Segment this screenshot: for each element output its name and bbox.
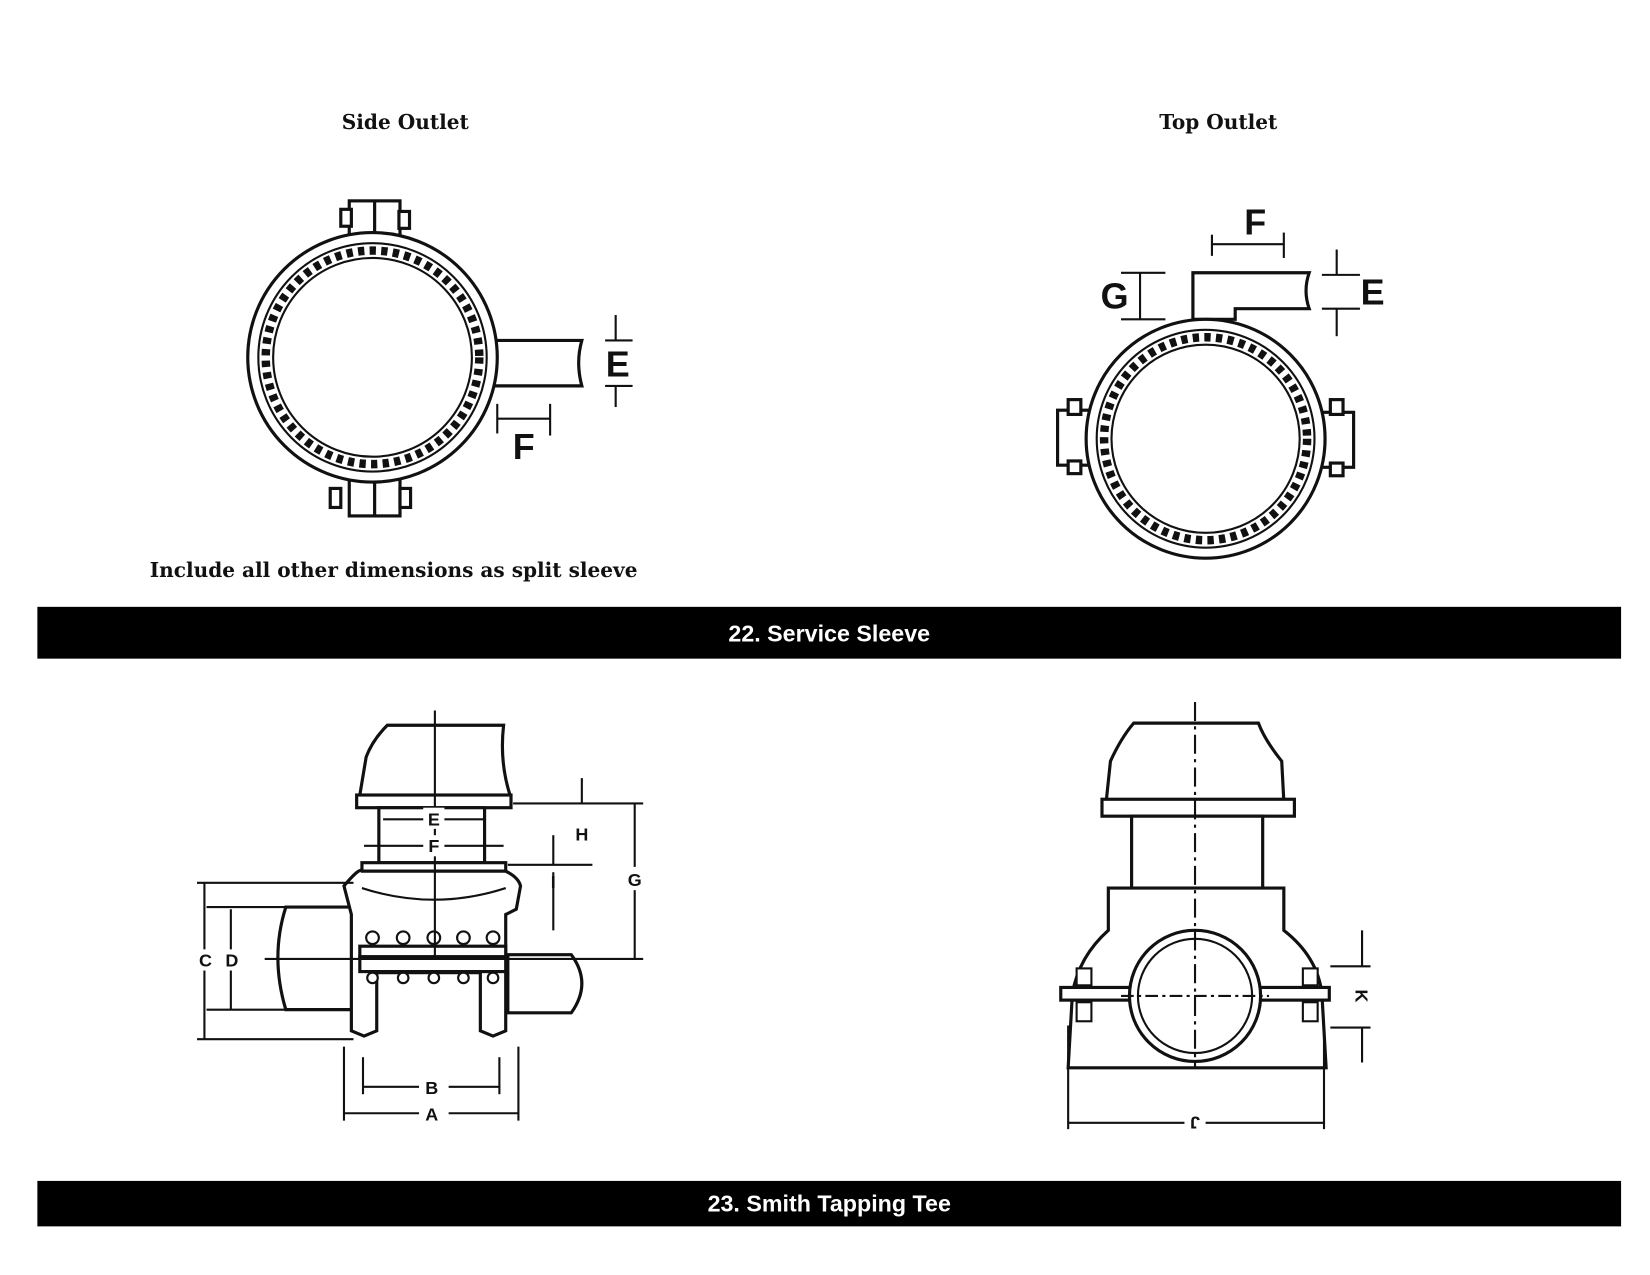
dim-label-d: D — [225, 950, 238, 970]
dim-label-b: B — [425, 1078, 438, 1098]
dim-label-f: F — [428, 836, 439, 856]
tapping-tee-end-diagram: K J — [1059, 701, 1372, 1134]
dim-label-f: F — [513, 426, 535, 467]
dim-label-e: E — [428, 810, 440, 830]
dim-label-f: F — [1244, 202, 1266, 243]
dim-label-c: C — [199, 950, 212, 970]
dim-label-k: K — [1352, 989, 1372, 1002]
dim-label-i: I — [551, 872, 556, 892]
banner-smith-tapping-tee: 23. Smith Tapping Tee — [37, 1180, 1622, 1227]
dim-label-g: G — [1101, 276, 1129, 317]
dim-label-e: E — [1361, 271, 1385, 312]
banner-title: 22. Service Sleeve — [728, 621, 930, 647]
side-outlet-diagram: E F — [246, 199, 633, 518]
side-outlet-title: Side Outlet — [342, 110, 470, 134]
dim-label-h: H — [575, 824, 588, 844]
dim-label-e: E — [606, 343, 630, 384]
banner-title: 23. Smith Tapping Tee — [708, 1191, 951, 1217]
banner-service-sleeve: 22. Service Sleeve — [37, 606, 1622, 659]
dim-label-j: J — [1190, 1112, 1200, 1132]
top-outlet-diagram: F G E — [1056, 202, 1385, 560]
tapping-tee-side-diagram: E F H I G C D B A — [197, 710, 646, 1125]
top-outlet-title: Top Outlet — [1159, 110, 1278, 134]
dim-label-g: G — [628, 870, 642, 890]
side-outlet-note: Include all other dimensions as split sl… — [150, 558, 638, 582]
dim-label-a: A — [425, 1105, 438, 1125]
